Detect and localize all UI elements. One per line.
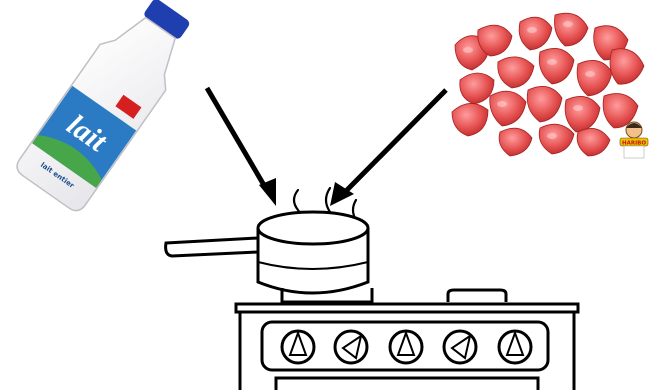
haribo-badge: HARIBO [620, 122, 648, 158]
saucepan-rim [258, 212, 368, 244]
arrow-berries-to-pan [345, 90, 446, 192]
arrow-milk-to-pan [207, 88, 268, 192]
arrows [207, 88, 446, 206]
saucepan-handle [166, 238, 258, 256]
stove-oven-door [276, 378, 538, 390]
stove-top [236, 304, 578, 312]
haribo-badge-text: HARIBO [622, 141, 646, 147]
stove-icon [236, 288, 578, 390]
stove-burner-right [448, 290, 506, 302]
saucepan-icon [166, 212, 368, 293]
milk-bottle-icon: lait lait entier [13, 0, 206, 215]
strawberry-candies-icon: HARIBO [452, 13, 648, 158]
